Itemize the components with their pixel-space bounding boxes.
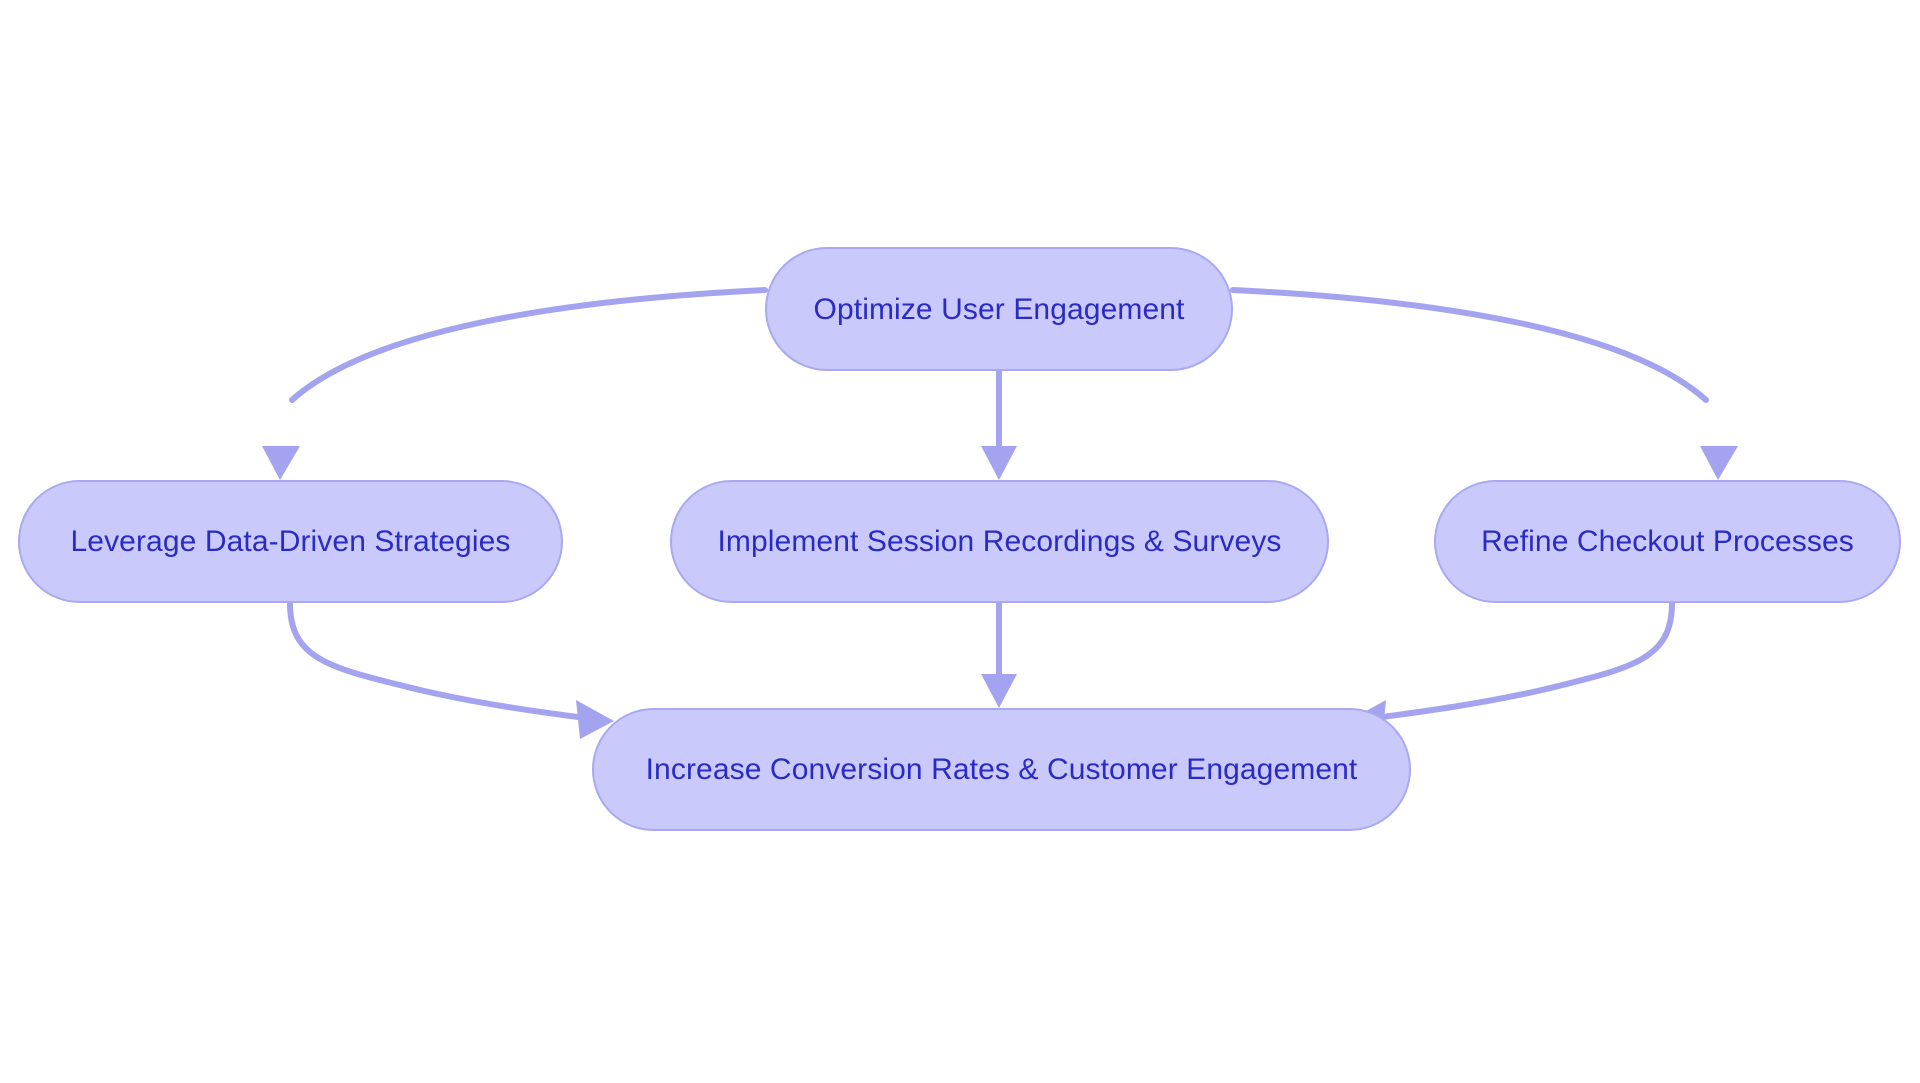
edge-root-to-right: [1230, 287, 1738, 480]
node-optimize-user-engagement[interactable]: Optimize User Engagement: [765, 247, 1233, 371]
edge-root-to-middle: [981, 368, 1017, 480]
node-label: Increase Conversion Rates & Customer Eng…: [645, 753, 1358, 786]
node-label: Leverage Data-Driven Strategies: [70, 525, 511, 558]
edge-right-to-outcome: [1348, 600, 1675, 739]
node-label: Implement Session Recordings & Surveys: [717, 525, 1282, 558]
node-label: Optimize User Engagement: [813, 292, 1185, 326]
node-label: Refine Checkout Processes: [1481, 525, 1854, 558]
node-implement-session-recordings-surveys[interactable]: Implement Session Recordings & Surveys: [670, 480, 1329, 603]
node-increase-conversion-rates-customer-engagement[interactable]: Increase Conversion Rates & Customer Eng…: [592, 708, 1411, 831]
edge-root-to-left: [262, 287, 768, 480]
node-refine-checkout-processes[interactable]: Refine Checkout Processes: [1434, 480, 1901, 603]
node-leverage-data-driven-strategies[interactable]: Leverage Data-Driven Strategies: [18, 480, 563, 603]
edge-left-to-outcome: [287, 600, 614, 739]
edge-middle-to-outcome: [981, 600, 1017, 708]
